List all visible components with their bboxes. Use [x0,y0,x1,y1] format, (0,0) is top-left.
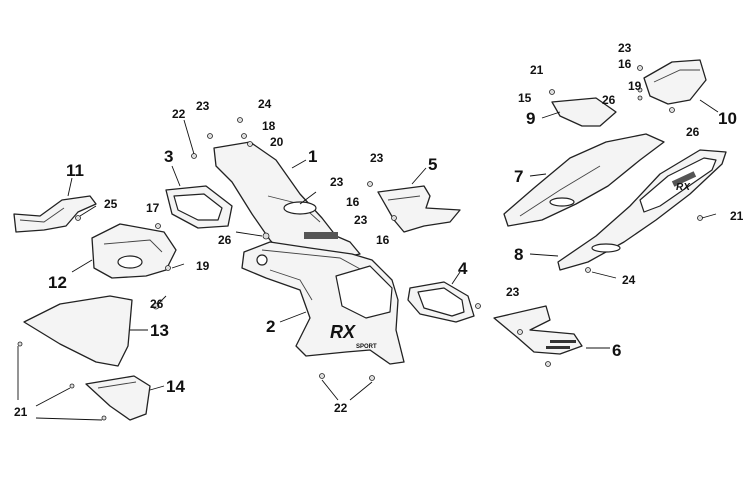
callout-16-a: 16 [346,195,360,209]
callout-19-a: 19 [196,259,210,273]
callout-21-b: 21 [530,63,544,77]
callout-23-e: 23 [506,285,520,299]
callout-19-b: 19 [628,79,642,93]
callout-25: 25 [104,197,118,211]
tail-logo-text: RX [676,182,691,193]
callout-24-a: 24 [258,97,272,111]
callout-26-c: 26 [602,93,616,107]
callout-13: 13 [150,321,169,340]
callout-2: 2 [266,317,275,336]
part-14-lower-piece [85,375,151,421]
callout-24-b: 24 [622,273,636,287]
callout-23-d: 23 [354,213,368,227]
part-9-bracket [551,97,617,127]
callout-21-a: 21 [14,405,28,419]
callout-6: 6 [612,341,621,360]
callout-7: 7 [514,167,523,186]
callout-5: 5 [428,155,437,174]
callout-23-f: 23 [618,41,632,55]
part-13-vented-cover [23,295,133,367]
callout-23-a: 23 [196,99,210,113]
callout-16-b: 16 [376,233,390,247]
part-6-grille [546,340,576,349]
callout-26-a: 26 [218,233,232,247]
part-6-lower-side-cover [493,305,583,355]
rx-logo-text: RX [330,322,356,342]
callout-15: 15 [518,91,532,105]
rx-logo-decal: RX SPORT [330,322,377,350]
part-4-small-cover [407,281,475,323]
part-3-lens [165,185,233,229]
part-5-upper-side-cover [377,185,461,233]
part-11-air-duct [13,195,97,233]
part-12-inner-panel [91,223,177,279]
callout-23-c: 23 [370,151,384,165]
part-10-tail-cap [643,59,707,105]
callout-17: 17 [146,201,160,215]
part-7-upper-tail [503,133,665,227]
side-decal [304,232,338,239]
callout-21-c: 21 [730,209,744,223]
callout-20: 20 [270,135,284,149]
callout-23-b: 23 [330,175,344,189]
callout-9: 9 [526,109,535,128]
callout-26-b: 26 [150,297,164,311]
part-2-side-fairing: RX SPORT [241,241,405,365]
callout-22-a: 22 [172,107,186,121]
callout-labels: 1 2 3 4 5 6 7 8 9 10 11 12 13 14 15 16 1… [14,41,744,419]
callout-1: 1 [308,147,317,166]
leader-lines [17,99,719,421]
callout-10: 10 [718,109,737,128]
tail-decal: RX [671,171,697,193]
callout-14: 14 [166,377,185,396]
callout-18: 18 [262,119,276,133]
callout-22-b: 22 [334,401,348,415]
part-8-tail-section: RX [557,149,727,271]
callout-4: 4 [458,259,468,278]
callout-26-d: 26 [686,125,700,139]
sport-decal-text: SPORT [356,344,377,350]
callout-8: 8 [514,245,523,264]
callout-12: 12 [48,273,67,292]
fasteners [17,65,703,421]
callout-16-c: 16 [618,57,632,71]
callout-3: 3 [164,147,173,166]
callout-11: 11 [66,161,84,180]
